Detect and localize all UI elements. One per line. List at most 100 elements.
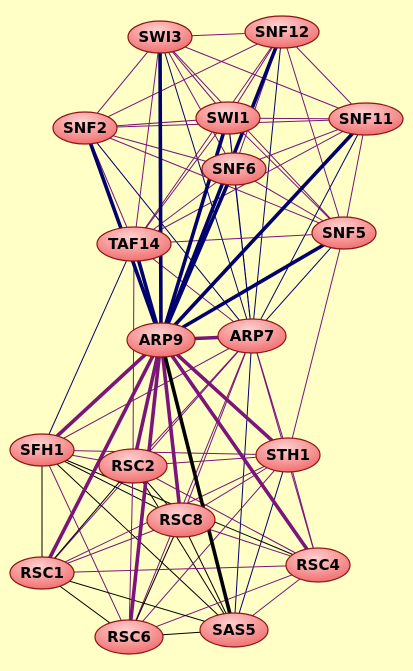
node-swi1[interactable]: SWI1 xyxy=(195,101,261,135)
node-snf12[interactable]: SNF12 xyxy=(244,15,320,49)
edge-sth1-sas5 xyxy=(233,454,289,631)
edge-swi1-taf14 xyxy=(133,117,229,245)
edge-taf14-sfh1 xyxy=(41,243,135,451)
edge-arp9-sfh1 xyxy=(40,338,163,452)
edge-arp7-sfh1 xyxy=(41,335,253,451)
node-label: STH1 xyxy=(266,446,310,464)
edge-taf14-arp7 xyxy=(133,243,253,337)
node-label: RSC2 xyxy=(111,457,155,475)
edge-swi3-snf6 xyxy=(159,36,235,170)
edge-arp9-snf5 xyxy=(159,231,346,342)
edge-swi3-snf5 xyxy=(159,36,345,234)
node-ellipse xyxy=(217,318,287,354)
edge-arp9-rsc2 xyxy=(131,338,163,468)
edge-arp9-sth1 xyxy=(159,338,290,457)
node-rsc4[interactable]: RSC4 xyxy=(285,547,351,583)
edge-arp9-snf11 xyxy=(159,117,368,342)
node-sfh1[interactable]: SFH1 xyxy=(9,433,75,467)
edge-rsc2-rsc1 xyxy=(41,465,134,574)
node-sas5[interactable]: SAS5 xyxy=(199,612,269,648)
edge-arp7-sas5 xyxy=(233,335,253,631)
edge-arp9-rsc4 xyxy=(159,338,320,567)
node-label: SNF12 xyxy=(255,23,309,41)
edge-sfh1-sth1 xyxy=(41,449,289,456)
node-rsc2[interactable]: RSC2 xyxy=(98,448,168,484)
edge-rsc4-rsc1 xyxy=(41,564,319,574)
node-sth1[interactable]: STH1 xyxy=(255,437,321,473)
node-ellipse xyxy=(96,226,172,262)
edge-rsc4-rsc6 xyxy=(128,564,319,638)
node-ellipse xyxy=(9,433,75,467)
edge-snf11-snf5 xyxy=(343,118,367,234)
node-snf5[interactable]: SNF5 xyxy=(311,216,377,250)
node-label: SNF11 xyxy=(339,110,393,128)
node-snf11[interactable]: SNF11 xyxy=(328,102,404,136)
node-ellipse xyxy=(52,111,118,145)
node-label: TAF14 xyxy=(108,235,160,253)
edge-rsc8-rsc6 xyxy=(128,519,182,638)
node-swi3[interactable]: SWI3 xyxy=(127,20,193,54)
node-label: SNF2 xyxy=(63,119,107,137)
edge-taf14-rsc2 xyxy=(132,243,135,467)
node-label: RSC6 xyxy=(107,628,151,646)
node-ellipse xyxy=(201,152,267,186)
node-label: RSC8 xyxy=(159,511,203,529)
edge-swi3-taf14 xyxy=(133,36,161,245)
edge-arp9-rsc8 xyxy=(159,338,183,522)
edge-snf12-taf14 xyxy=(133,31,283,245)
edge-snf5-sth1 xyxy=(287,232,345,456)
edge-arp7-rsc8 xyxy=(180,335,253,521)
edge-rsc8-sas5 xyxy=(180,519,235,631)
node-label: RSC1 xyxy=(20,564,64,582)
node-ellipse xyxy=(255,437,321,473)
node-arp7[interactable]: ARP7 xyxy=(217,318,287,354)
node-label: ARP9 xyxy=(139,331,184,349)
node-ellipse xyxy=(94,619,164,655)
node-label: SNF6 xyxy=(212,160,256,178)
edge-arp9-rsc6 xyxy=(127,338,163,639)
node-ellipse xyxy=(126,322,196,358)
edge-arp9-swi3 xyxy=(158,35,163,342)
node-ellipse xyxy=(285,547,351,583)
node-arp9[interactable]: ARP9 xyxy=(126,322,196,358)
node-snf2[interactable]: SNF2 xyxy=(52,111,118,145)
edge-sth1-rsc4 xyxy=(287,454,319,566)
node-ellipse xyxy=(328,102,404,136)
edge-snf12-snf2 xyxy=(84,31,283,129)
edge-swi1-snf5 xyxy=(227,117,345,234)
node-rsc1[interactable]: RSC1 xyxy=(9,556,75,590)
node-label: SWI3 xyxy=(138,28,181,46)
edge-rsc2-sas5 xyxy=(132,465,235,631)
node-label: SFH1 xyxy=(20,441,64,459)
edge-snf11-arp7 xyxy=(251,118,367,337)
edge-sfh1-rsc6 xyxy=(41,449,130,638)
node-rsc8[interactable]: RSC8 xyxy=(146,502,216,538)
node-ellipse xyxy=(195,101,261,135)
edge-rsc2-rsc4 xyxy=(132,465,319,566)
edge-arp9-sas5 xyxy=(159,338,236,632)
node-label: ARP7 xyxy=(230,327,275,345)
node-label: SWI1 xyxy=(206,109,249,127)
edge-arp9-snf6 xyxy=(159,167,236,342)
edge-layer xyxy=(40,30,368,639)
node-ellipse xyxy=(9,556,75,590)
node-label: SNF5 xyxy=(322,224,366,242)
node-ellipse xyxy=(199,612,269,648)
edge-snf12-snf5 xyxy=(281,31,345,234)
node-ellipse xyxy=(127,20,193,54)
node-snf6[interactable]: SNF6 xyxy=(201,152,267,186)
edge-arp9-rsc1 xyxy=(40,338,163,575)
node-rsc6[interactable]: RSC6 xyxy=(94,619,164,655)
node-ellipse xyxy=(244,15,320,49)
node-label: SAS5 xyxy=(212,621,256,639)
node-ellipse xyxy=(311,216,377,250)
node-label: RSC4 xyxy=(296,556,340,574)
edge-rsc2-rsc6 xyxy=(128,465,134,638)
edge-snf5-arp7 xyxy=(251,232,345,337)
node-ellipse xyxy=(146,502,216,538)
edge-rsc1-sas5 xyxy=(41,572,235,631)
node-ellipse xyxy=(98,448,168,484)
node-taf14[interactable]: TAF14 xyxy=(96,226,172,262)
